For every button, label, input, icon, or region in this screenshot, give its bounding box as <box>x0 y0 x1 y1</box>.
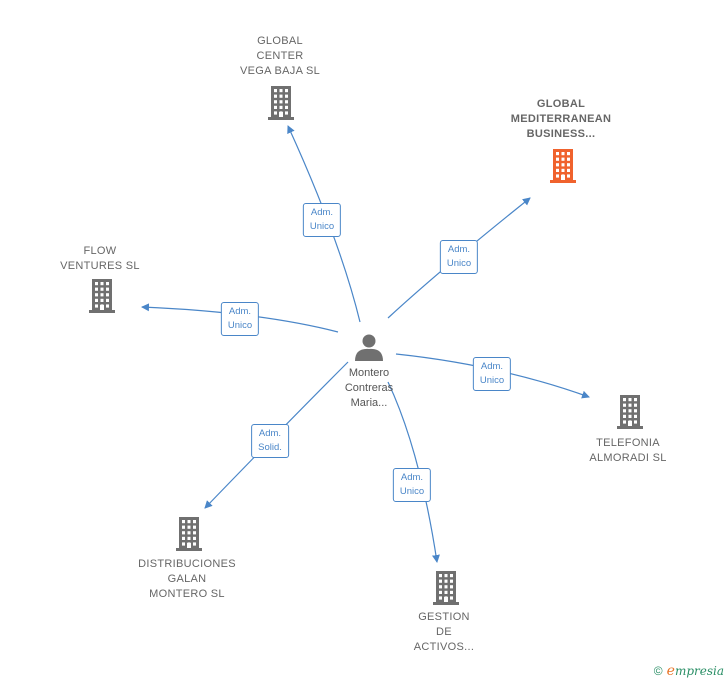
company-label-line: ACTIVOS... <box>413 641 475 653</box>
brand-mark: e <box>666 663 675 679</box>
edge-line-gestion <box>387 381 440 563</box>
building-icon-global-mediterranean[interactable] <box>550 149 576 183</box>
edge-role-label-gestion[interactable]: Adm. Unico <box>392 468 432 502</box>
person-label-line: Montero <box>348 367 390 379</box>
company-label-line: DISTRIBUCIONES <box>138 558 236 570</box>
edge-role-label-global-center[interactable]: Adm. Unico <box>302 203 342 237</box>
edge-role-label-global-mediterranean[interactable]: Adm. Unico <box>439 240 479 274</box>
company-label-line: GLOBAL <box>257 35 303 47</box>
company-label-gestion[interactable]: GESTION DE ACTIVOS... <box>414 610 474 655</box>
company-label-line: GLOBAL <box>536 98 586 110</box>
company-label-line: CENTER <box>256 50 304 62</box>
brand-name: mpresia <box>674 664 724 678</box>
edge-role-label-distribuciones[interactable]: Adm. Solid. <box>251 424 289 458</box>
company-label-telefonia[interactable]: TELEFONIA ALMORADI SL <box>589 436 666 466</box>
edge-role-line: Unico <box>446 258 472 269</box>
company-label-global-mediterranean[interactable]: GLOBAL MEDITERRANEAN BUSINESS... <box>511 97 611 142</box>
company-label-line: BUSINESS... <box>526 128 596 140</box>
person-label-line: Contreras <box>344 382 394 394</box>
copyright-icon: © <box>653 664 663 678</box>
edge-role-line: Adm. <box>310 207 334 218</box>
company-label-line: GALAN <box>167 573 207 585</box>
edge-role-line: Adm. <box>447 244 471 255</box>
person-label-line: Maria... <box>350 397 388 409</box>
edge-role-line: Adm. <box>400 472 424 483</box>
building-icon-flow-ventures[interactable] <box>89 279 115 313</box>
company-label-line: GESTION <box>418 611 470 623</box>
building-icon-global-center[interactable] <box>268 86 294 120</box>
edge-role-line: Solid. <box>258 442 282 453</box>
edge-role-line: Unico <box>479 375 505 386</box>
company-label-line: MONTERO SL <box>149 588 225 600</box>
company-label-line: VEGA BAJA SL <box>239 65 321 77</box>
edge-role-line: Unico <box>309 221 335 232</box>
company-label-distribuciones[interactable]: DISTRIBUCIONES GALAN MONTERO SL <box>138 557 236 602</box>
company-label-flow-ventures[interactable]: FLOW VENTURES SL <box>60 244 140 274</box>
company-label-line: MEDITERRANEAN <box>510 113 612 125</box>
edge-role-line: Unico <box>227 320 253 331</box>
edge-role-line: Adm. <box>228 306 252 317</box>
person-icon[interactable] <box>355 334 383 362</box>
edge-role-line: Adm. <box>258 428 282 439</box>
company-label-global-center[interactable]: GLOBAL CENTER VEGA BAJA SL <box>240 34 320 79</box>
company-label-line: VENTURES SL <box>60 260 140 272</box>
edge-role-label-flow-ventures[interactable]: Adm. Unico <box>220 302 260 336</box>
edge-role-line: Unico <box>399 486 425 497</box>
edge-role-label-telefonia[interactable]: Adm. Unico <box>472 357 512 391</box>
building-icon-telefonia[interactable] <box>617 395 643 429</box>
empresia-copyright: ©empresia <box>654 663 724 679</box>
company-label-line: FLOW <box>83 245 117 257</box>
company-label-line: DE <box>436 626 452 638</box>
company-label-line: ALMORADI SL <box>589 452 667 464</box>
edge-role-line: Adm. <box>480 361 504 372</box>
company-label-line: TELEFONIA <box>596 437 660 449</box>
building-icon-gestion[interactable] <box>433 571 459 605</box>
building-icon-distribuciones[interactable] <box>176 517 202 551</box>
